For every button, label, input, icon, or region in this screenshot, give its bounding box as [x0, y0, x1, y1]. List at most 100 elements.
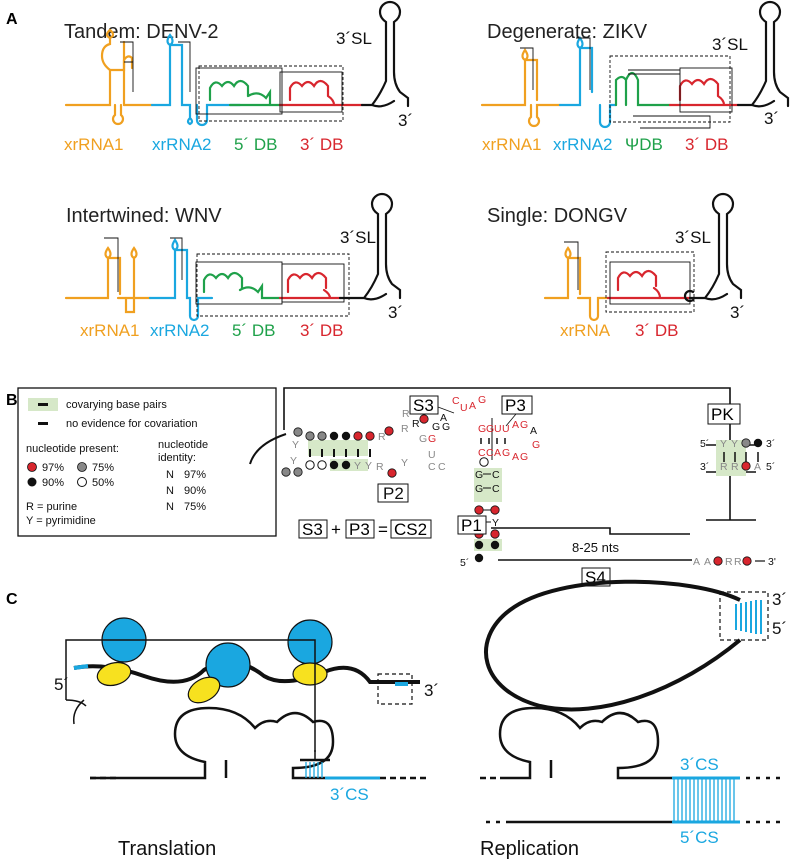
intertwined-3end: 3´ — [388, 303, 403, 322]
single-label-3db: 3´ DB — [635, 321, 678, 340]
p1-5end: 5´ — [460, 557, 469, 569]
tandem-3sl: 3´SL — [336, 29, 372, 48]
legend-identity-n-75: N — [166, 501, 174, 513]
panel-letter-c: C — [6, 591, 18, 608]
p2-bottom-y2: Y — [365, 460, 372, 472]
tail-a1: A — [693, 556, 700, 568]
p3-bottom-3: A — [494, 447, 501, 459]
single-group: Single: DONGV xrRNA 3´ DB 3´SL 3´ — [487, 192, 745, 340]
legend-identity-title-2: identity: — [158, 452, 196, 464]
s3-nt-g: G — [478, 394, 486, 406]
degenerate-label-xrrna1: xrRNA1 — [482, 135, 542, 154]
translation-mrna: 5´ 3´ — [54, 617, 439, 705]
p3-loop-g: G — [532, 439, 540, 451]
p3-top-4: U — [502, 423, 510, 435]
legend-present-97: 97% — [42, 462, 64, 474]
s3-nt-u: U — [460, 402, 468, 414]
p1-pair3-right: Y — [492, 517, 499, 529]
p2-top-r2: R — [401, 423, 409, 435]
p2-top-r1: R — [378, 431, 386, 443]
legend-identity-n-97: N — [166, 469, 174, 481]
legend-purine: R = purine — [26, 501, 77, 513]
legend-present-90: 90% — [42, 477, 64, 489]
intertwined-label-xrrna2: xrRNA2 — [150, 321, 210, 340]
pk-top-y2: Y — [731, 438, 738, 450]
box-p3: P3 — [505, 396, 526, 415]
legend-identity-90: 90% — [184, 485, 206, 497]
pk-5a: 5´ — [700, 438, 709, 450]
pk-region: PK 5´ Y Y 3´ 3´ R R A 5´ — [700, 403, 775, 476]
eq-p3: P3 — [349, 520, 370, 539]
tandem-label-xrrna1: xrRNA1 — [64, 135, 124, 154]
eq-equals: = — [378, 520, 388, 539]
p3-loop-a: A — [530, 425, 537, 437]
ribosome-large-3 — [287, 619, 333, 665]
p3-top-2: G — [486, 423, 494, 435]
ribosome-small-2 — [187, 676, 221, 704]
tail-r2: R — [734, 556, 742, 568]
translation-label: Translation — [118, 838, 216, 860]
eq-s3: S3 — [302, 520, 323, 539]
degenerate-3sl: 3´SL — [712, 35, 748, 54]
ribosome-small-1 — [96, 661, 132, 687]
legend-identity-97: 97% — [184, 469, 206, 481]
legend-identity-n-90: N — [166, 485, 174, 497]
intertwined-label-xrrna1: xrRNA1 — [80, 321, 140, 340]
legend-pyrimidine: Y = pyrimidine — [26, 515, 96, 527]
p1-helix: G C G C R Y 5´ P1 — [457, 457, 502, 569]
tail-a2: A — [704, 556, 711, 568]
replication-circle: 3´ 5´ — [484, 579, 787, 712]
ribosome-large-2 — [205, 642, 251, 688]
s3-nt-r2: R — [402, 408, 410, 420]
replication-cs5: 5´CS — [680, 828, 719, 847]
pk-bottom-r2: R — [731, 461, 739, 473]
translation-utr: 3´CS Translation — [65, 639, 426, 860]
tandem-3end: 3´ — [398, 111, 413, 130]
span-label: 8-25 nts — [572, 540, 619, 555]
mid-c2: C — [438, 461, 446, 473]
s3-nt-g1: G — [432, 421, 440, 433]
p1-pair2-left: G — [475, 483, 483, 495]
eq-cs2: CS2 — [394, 520, 427, 539]
s3-p3-region: S3 C U A G A G G R R G G U C C P3 G G U … — [402, 394, 540, 473]
legend-present-75: 75% — [92, 462, 114, 474]
ribosome-small-3 — [292, 662, 328, 686]
p3-top-6: G — [520, 419, 528, 431]
pk-top-y1: Y — [720, 438, 727, 450]
legend-identity-title-1: nucleotide — [158, 439, 208, 451]
svg-text:A: A — [754, 461, 761, 473]
panel-letter-a: A — [6, 11, 18, 28]
pk-5b: 5´ — [766, 461, 775, 473]
degenerate-title: Degenerate: ZIKV — [487, 21, 648, 43]
pk-bottom-r1: R — [720, 461, 728, 473]
translation-cs: 3´CS — [330, 785, 369, 804]
tandem-label-3db: 3´ DB — [300, 135, 343, 154]
translation-5end: 5´ — [54, 675, 69, 694]
s3-nt-g2: G — [442, 421, 450, 433]
intertwined-3sl: 3´SL — [340, 228, 376, 247]
equation: S3 + P3 = CS2 — [298, 519, 432, 539]
p1-pair1-left: G — [475, 469, 483, 481]
single-3end: 3´ — [730, 303, 745, 322]
tail-r1: R — [725, 556, 733, 568]
tandem-title: Tandem: DENV-2 — [64, 21, 219, 43]
replication-label: Replication — [480, 838, 579, 860]
s3-nt-a: A — [469, 400, 476, 412]
legend-box: covarying base pairs no evidence for cov… — [17, 387, 277, 537]
translation-3end: 3´ — [424, 681, 439, 700]
p3-bottom-1: C — [478, 447, 486, 459]
s3-nt-a2: A — [440, 412, 447, 424]
mid-g1: G — [419, 433, 427, 445]
tail-3end: 3' — [768, 556, 776, 568]
p2-bottom-y1: Y — [354, 460, 361, 472]
pk-3a: 3´ — [766, 438, 775, 450]
s3-nt-c: C — [452, 395, 460, 407]
intertwined-label-3db: 3´ DB — [300, 321, 343, 340]
degenerate-label-psidb: ΨDB — [625, 135, 663, 154]
p2-y-a: Y — [292, 439, 299, 451]
legend-present-50: 50% — [92, 477, 114, 489]
panel-letter-b: B — [6, 392, 18, 409]
legend-present-title: nucleotide present: — [26, 443, 119, 455]
single-title: Single: DONGV — [487, 205, 628, 227]
intertwined-group: Intertwined: WNV xrRNA1 xrRNA2 5´ DB 3´ … — [64, 192, 403, 340]
